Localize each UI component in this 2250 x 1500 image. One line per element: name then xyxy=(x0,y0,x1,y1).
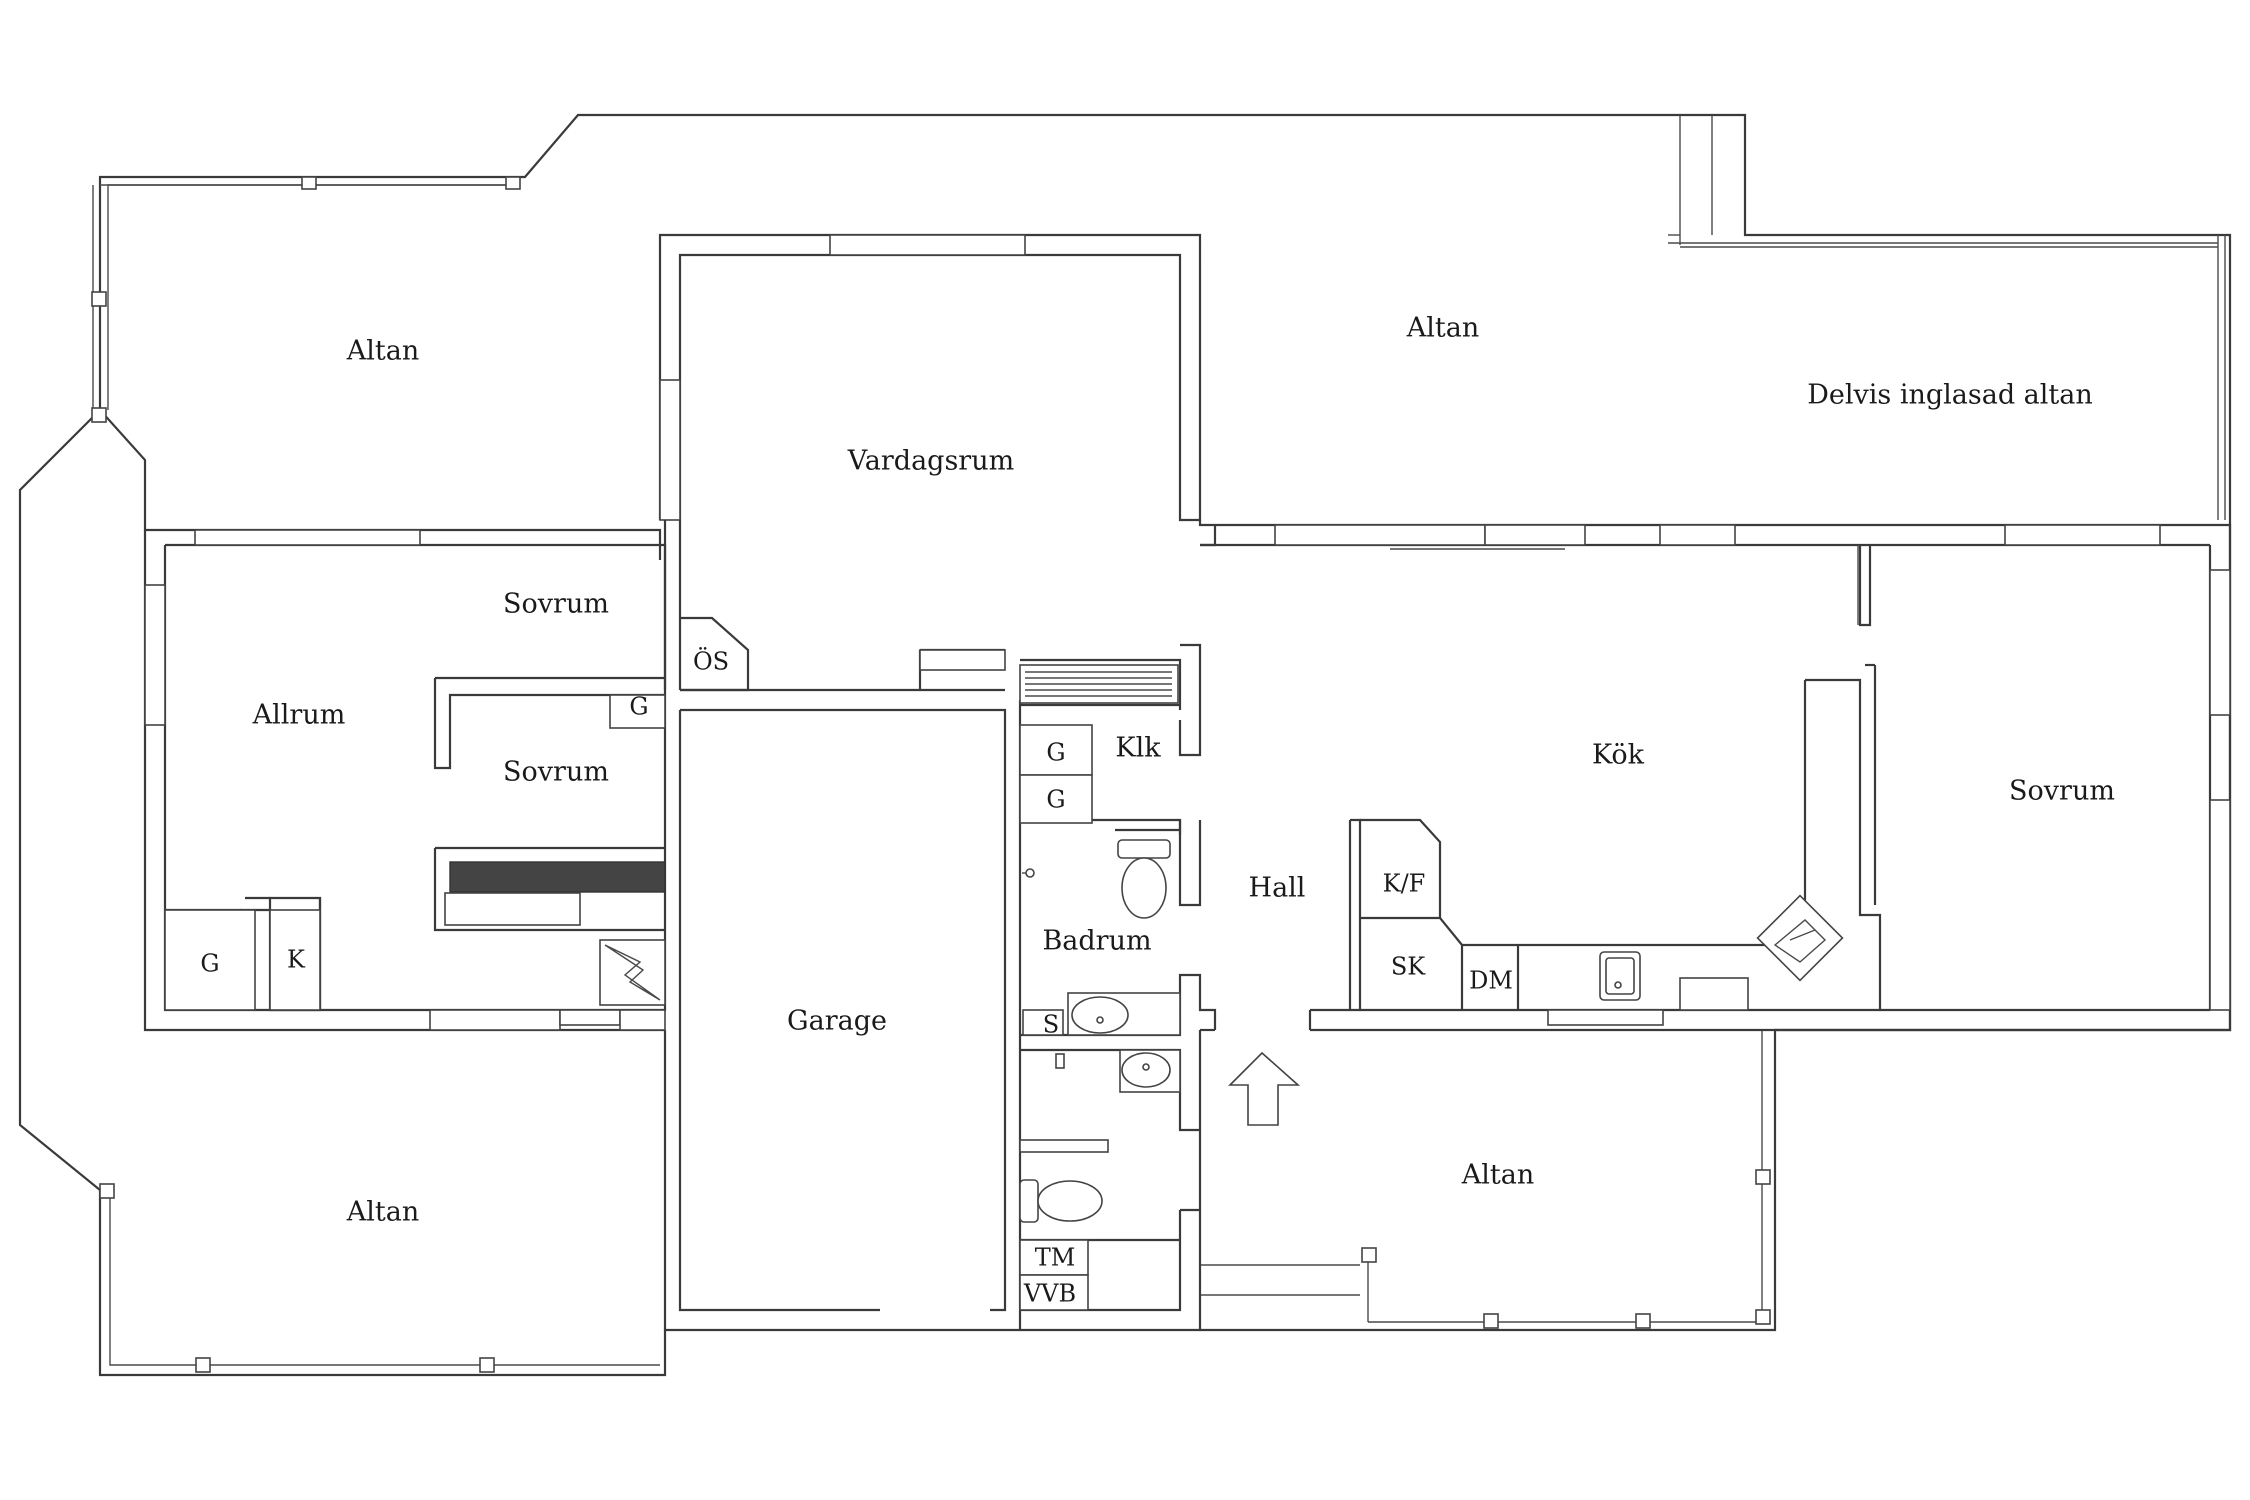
room-labels: Altan Altan Delvis inglasad altan Vardag… xyxy=(200,313,2115,1308)
label-allrum: Allrum xyxy=(252,700,346,731)
fixtures xyxy=(164,649,1844,1311)
label-kf: K/F xyxy=(1383,870,1426,898)
label-badrum: Badrum xyxy=(1042,926,1151,957)
label-altan-se: Altan xyxy=(1461,1160,1534,1191)
label-klk: Klk xyxy=(1115,733,1161,764)
label-altan-n: Altan xyxy=(1406,313,1479,344)
label-sovrum-3: Sovrum xyxy=(2009,776,2115,807)
label-sk: SK xyxy=(1391,953,1426,981)
label-tm: TM xyxy=(1035,1244,1076,1272)
entrance-arrow-icon xyxy=(1228,1051,1301,1126)
label-g-3: G xyxy=(1046,786,1065,814)
label-g-4: G xyxy=(200,950,219,978)
terrace-outline xyxy=(18,113,2232,1377)
label-g-2: G xyxy=(1046,739,1065,767)
radiator-lines xyxy=(1025,671,1172,697)
label-os: ÖS xyxy=(693,647,729,676)
label-s: S xyxy=(1043,1011,1059,1039)
label-vvb: VVB xyxy=(1023,1280,1076,1308)
label-altan-ne: Delvis inglasad altan xyxy=(1807,380,2093,411)
label-dm: DM xyxy=(1469,967,1513,995)
label-k: K xyxy=(287,946,306,974)
label-g-1: G xyxy=(629,693,648,721)
label-sovrum-2: Sovrum xyxy=(503,757,609,788)
label-altan-sw: Altan xyxy=(346,1197,419,1228)
label-kok: Kök xyxy=(1592,740,1645,771)
label-vardagsrum: Vardagsrum xyxy=(847,446,1014,477)
label-hall: Hall xyxy=(1249,873,1306,904)
house-walls xyxy=(143,233,2232,1032)
label-garage: Garage xyxy=(787,1006,887,1037)
label-sovrum-1: Sovrum xyxy=(503,589,609,620)
label-altan-nw: Altan xyxy=(346,336,419,367)
